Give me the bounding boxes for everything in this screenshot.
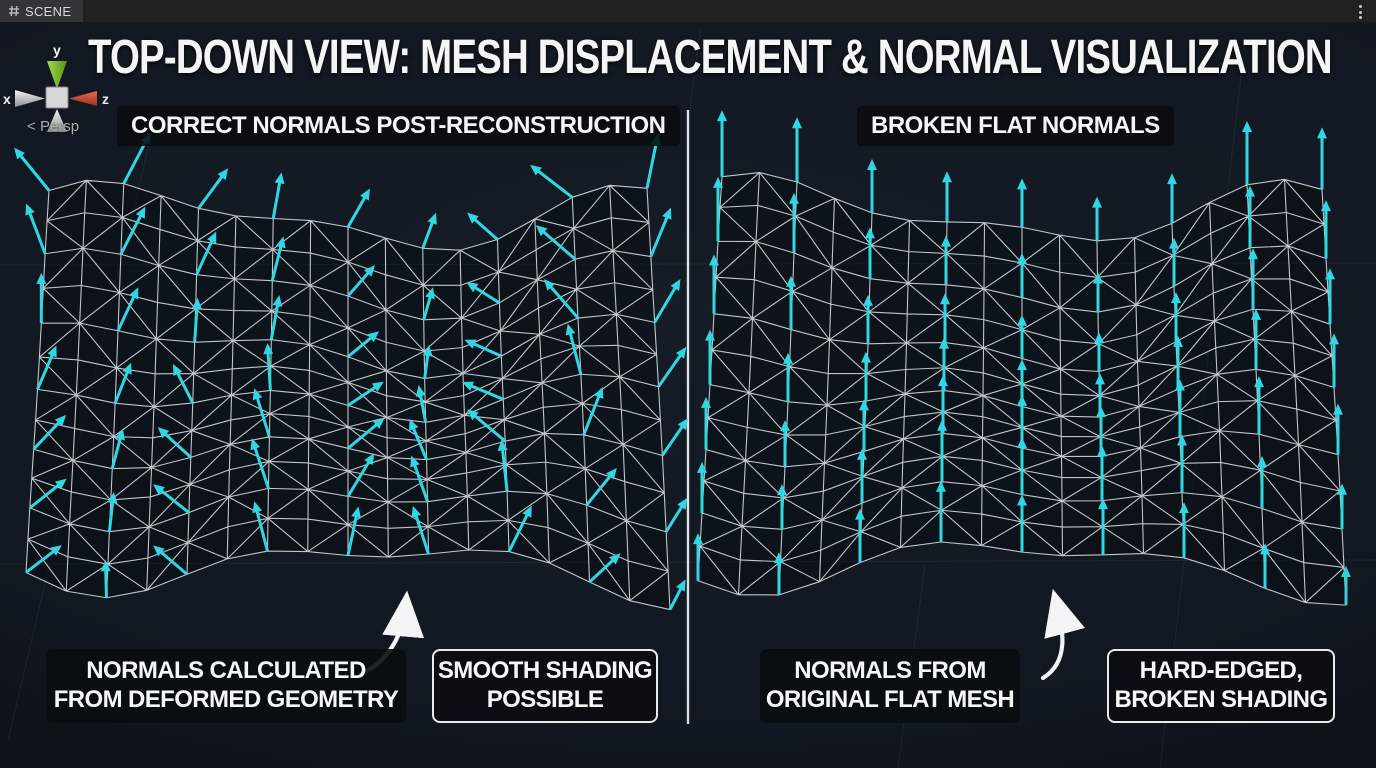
right-callout-line2: ORIGINAL FLAT MESH [765, 686, 1015, 713]
right-badge-line1: HARD-EDGED, [1139, 657, 1303, 685]
scene-tab-label: SCENE [25, 3, 72, 19]
gizmo-center-cube[interactable] [45, 86, 69, 109]
left-callout-line1: NORMALS CALCULATED [86, 657, 366, 685]
right-callout: NORMALS FROM ORIGINAL FLAT MESH [760, 649, 1020, 723]
kebab-menu-icon[interactable] [1357, 3, 1364, 21]
gizmo-z-axis-label: z [102, 91, 109, 107]
orientation-gizmo[interactable]: y x z [0, 28, 135, 178]
right-callout-line1: NORMALS FROM [794, 657, 986, 685]
gizmo-y-axis-label: y [53, 42, 61, 58]
left-panel-header: CORRECT NORMALS POST-RECONSTRUCTION [117, 106, 680, 146]
reconstructed-normals-mesh-normals [14, 132, 689, 611]
left-callout: NORMALS CALCULATED FROM DEFORMED GEOMETR… [46, 649, 406, 723]
projection-mode-toggle[interactable]: < Persp [27, 118, 79, 135]
reconstructed-normals-mesh [14, 132, 689, 611]
left-badge-line1: SMOOTH SHADING [437, 657, 653, 685]
mesh-layer [14, 110, 1351, 611]
left-result-badge: SMOOTH SHADING POSSIBLE [432, 649, 658, 723]
left-badge-line2: POSSIBLE [486, 686, 604, 713]
gizmo-y-axis-cone[interactable] [47, 61, 67, 89]
right-badge-line2: BROKEN SHADING [1114, 686, 1329, 713]
persp-icon: < [27, 118, 36, 135]
gizmo-z-axis-cone[interactable] [69, 91, 97, 106]
flat-normals-mesh-normals [693, 110, 1351, 606]
tab-bar: SCENE [0, 0, 1376, 24]
right-panel-header: BROKEN FLAT NORMALS [857, 106, 1174, 146]
page-title: TOP-DOWN VIEW: MESH DISPLACEMENT & NORMA… [88, 31, 1333, 84]
right-result-badge: HARD-EDGED, BROKEN SHADING [1107, 649, 1335, 723]
left-callout-line2: FROM DEFORMED GEOMETRY [53, 686, 399, 713]
gizmo-bottom-axis-cone[interactable] [47, 109, 67, 132]
gizmo-x-axis-cone[interactable] [15, 90, 45, 107]
tab-scene[interactable]: SCENE [0, 0, 84, 22]
persp-label: Persp [39, 118, 80, 135]
gizmo-x-axis-label: x [3, 91, 11, 107]
flat-normals-mesh [693, 110, 1351, 606]
scene-tab-icon [9, 5, 19, 17]
